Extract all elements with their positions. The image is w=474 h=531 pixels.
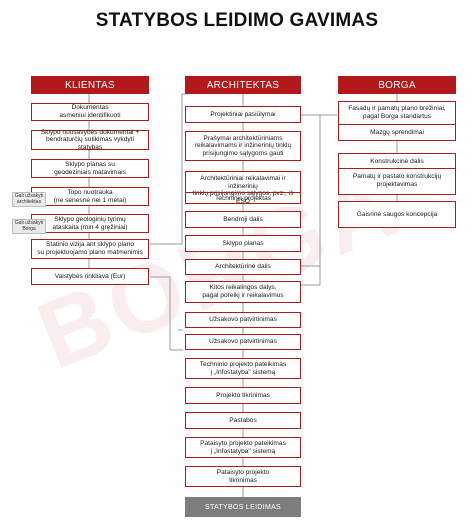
klientas-box-geologiniai-tyrimai: Sklypo geologinių tyrimų ataskaita (min … [31, 214, 149, 233]
arch-box-kitos-dalys: Kitos reikalingos dalys, pagal poreikį i… [185, 281, 301, 303]
klientas-box-dokumentas: Dokumentas asmeniui identifikuoti [31, 103, 149, 121]
arch-box-pataisyto-projekto-pateikimas: Pataisyto projekto pateikimas į „Infosta… [185, 437, 301, 458]
borga-fasadu-breziniai: Fasadų ir pamatų plano brėžiniai, pagal … [348, 105, 446, 120]
arch-group-techninis-projektas: Techninis projektas [214, 195, 272, 202]
klientas-box-valstybes-rinkliava: Valstybės rinkliava (Eur) [31, 268, 149, 285]
arch-box-techninio-projekto-pateikimas: Techninio projekto pateikimas į „Infosta… [185, 358, 301, 379]
arch-box-uzsakovo-patvirtinimas-2: Užsakovo patvirtinimas [185, 334, 301, 350]
klientas-box-statinio-vizija: Statinio vizija ant sklypo plano su proj… [31, 239, 149, 259]
arch-group-reikalavimai: Architektūriniai reikalavimai ir inžiner… [192, 175, 294, 205]
borga-group2-separator [339, 168, 455, 169]
borga-mazgu-sprendimai: Mazgų sprendimai [370, 129, 424, 136]
arch-box-pataisyto-projekto-tikrinimas: Pataisyto projekto tikrinimas [185, 466, 301, 487]
borga-konstrukcine-dalis: Konstrukcinė dalis [370, 158, 424, 165]
header-borga: BORGA [338, 76, 456, 94]
page-title: STATYBOS LEIDIMO GAVIMAS [95, 10, 379, 31]
arch-box-bendroji-dalis: Bendroji dalis [185, 211, 301, 228]
arch-box-sklypo-planas: Sklypo planas [185, 235, 301, 252]
arch-box-uzsakovo-patvirtinimas-1: Užsakovo patvirtinimas [185, 312, 301, 328]
note-borga: Gali užsakyti Borga [12, 219, 46, 234]
arch-box-prasymai: Prašymai architektūriniams reikalavimams… [185, 131, 301, 161]
borga-group-konstrukcine: Konstrukcinė dalis Pamatų ir pastato kon… [338, 153, 456, 195]
arch-group-techninis: Architektūriniai reikalavimai ir inžiner… [185, 171, 301, 205]
arch-box-projekto-tikrinimas: Projekto tikrinimas [185, 387, 301, 404]
header-klientas: KLIENTAS [31, 76, 149, 94]
klientas-box-nuosavybes-dokumentai: Sklypo nuosavybės dokumentai + bendratur… [31, 129, 149, 151]
borga-pamatu-projektavimas: Pamatų ir pastato konstrukcijų projektav… [352, 173, 442, 188]
borga-box-gaisrine-sauga: Gaisrinė saugos koncepcija [338, 201, 456, 228]
arch-box-pastabos: Pastabos [185, 412, 301, 429]
borga-group-fasadai: Fasadų ir pamatų plano brėžiniai, pagal … [338, 101, 456, 141]
borga-group1-separator [339, 124, 455, 125]
arch-group-separator [186, 192, 300, 193]
header-architektas: ARCHITEKTAS [185, 76, 301, 94]
arch-box-architekturine-dalis: Architektūrinė dalis [185, 259, 301, 275]
klientas-box-topo-nuotrauka: Topo nuotrauka (ne senesnė nei 1 metai) [31, 187, 149, 206]
final-statybos-leidimas: STATYBOS LEIDIMAS [185, 497, 301, 517]
klientas-box-sklypo-planas: Sklypo planas su geodeziniais matavimais [31, 159, 149, 178]
arch-box-projektiniai-pasiulymai: Projektiniai pasiūlymai [185, 106, 301, 123]
note-architektas: Gali užsakyti architektas [12, 192, 46, 207]
